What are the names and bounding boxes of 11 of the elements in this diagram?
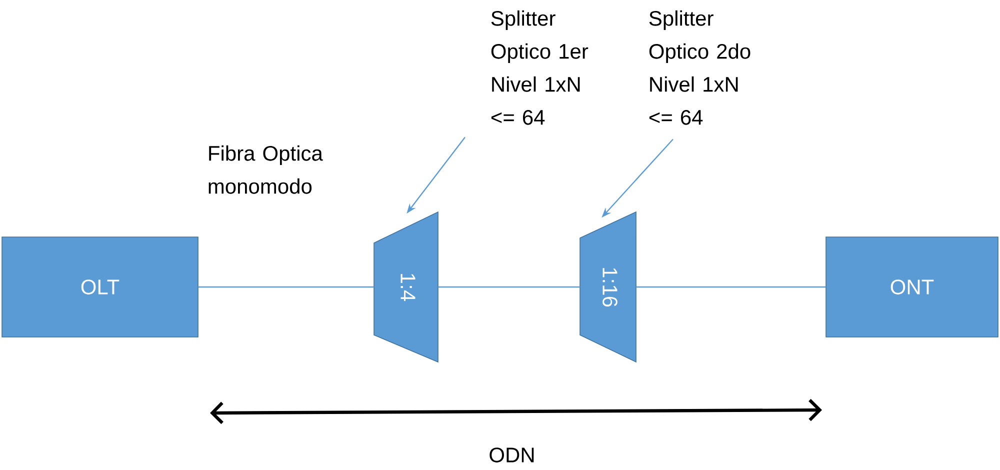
splitter-trapezoid: 1:4 bbox=[374, 211, 438, 363]
fiber-line bbox=[438, 286, 580, 288]
fiber-line bbox=[198, 286, 374, 288]
splitter-note: Splitter Optico 1er Nivel 1xN <= 64 bbox=[491, 10, 588, 125]
device-box: OLT bbox=[2, 236, 198, 338]
span-label: ODN bbox=[490, 448, 534, 462]
splitter-note: Splitter Optico 2do Nivel 1xN <= 64 bbox=[649, 10, 750, 125]
fiber-label: Fibra Optica monomodo bbox=[208, 145, 323, 194]
device-box: ONT bbox=[826, 236, 998, 338]
splitter-trapezoid: 1:16 bbox=[580, 211, 636, 363]
fiber-line bbox=[636, 286, 826, 288]
